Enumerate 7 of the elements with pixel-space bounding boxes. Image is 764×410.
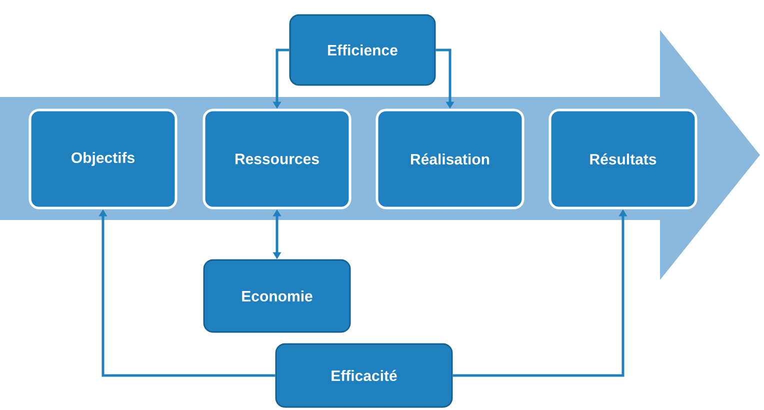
process-box: Objectifs <box>28 108 178 210</box>
process-box: Efficience <box>289 14 436 86</box>
process-box: Economie <box>203 259 351 333</box>
process-box: Ressources <box>202 108 352 210</box>
process-box: Résultats <box>548 108 698 210</box>
process-box: Réalisation <box>376 108 524 210</box>
process-box: Efficacité <box>275 343 453 408</box>
